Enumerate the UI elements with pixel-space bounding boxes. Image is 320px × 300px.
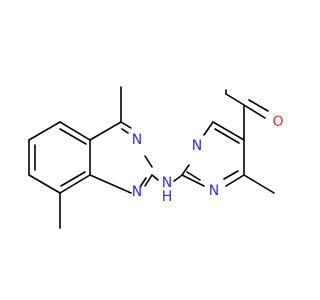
nitrogen-label: N xyxy=(132,132,142,148)
bond xyxy=(139,177,147,188)
bond xyxy=(243,104,266,119)
bond xyxy=(203,121,214,136)
bond xyxy=(173,175,182,182)
bond xyxy=(89,174,132,194)
nitrogen-label: N xyxy=(132,184,142,200)
bond xyxy=(59,174,91,194)
bond xyxy=(59,128,87,145)
bonds xyxy=(28,86,275,229)
bond xyxy=(214,128,240,144)
nitrogen-label: N xyxy=(162,175,172,191)
atom-labels: N N N H N N O xyxy=(132,114,284,205)
nitrogen-label: N xyxy=(209,183,219,199)
bond xyxy=(120,121,132,129)
bond xyxy=(60,171,86,187)
bond xyxy=(28,174,61,194)
bond xyxy=(151,174,159,181)
bond xyxy=(212,121,245,141)
nitrogen-label: N xyxy=(192,138,202,154)
bond xyxy=(248,99,269,112)
hydrogen-label: H xyxy=(162,189,173,205)
bond xyxy=(223,170,239,180)
bond xyxy=(59,121,91,141)
bond xyxy=(186,171,201,181)
bond xyxy=(225,174,245,187)
bond xyxy=(89,121,122,141)
bond xyxy=(144,174,153,187)
bond xyxy=(121,128,129,134)
bond xyxy=(181,164,190,176)
bond xyxy=(225,93,245,106)
bond xyxy=(28,121,61,141)
oxygen-label: O xyxy=(272,114,283,130)
bond xyxy=(181,174,205,187)
molecule-structure: N N N H N N O xyxy=(28,86,284,229)
bond xyxy=(144,155,153,168)
bond xyxy=(243,174,275,194)
